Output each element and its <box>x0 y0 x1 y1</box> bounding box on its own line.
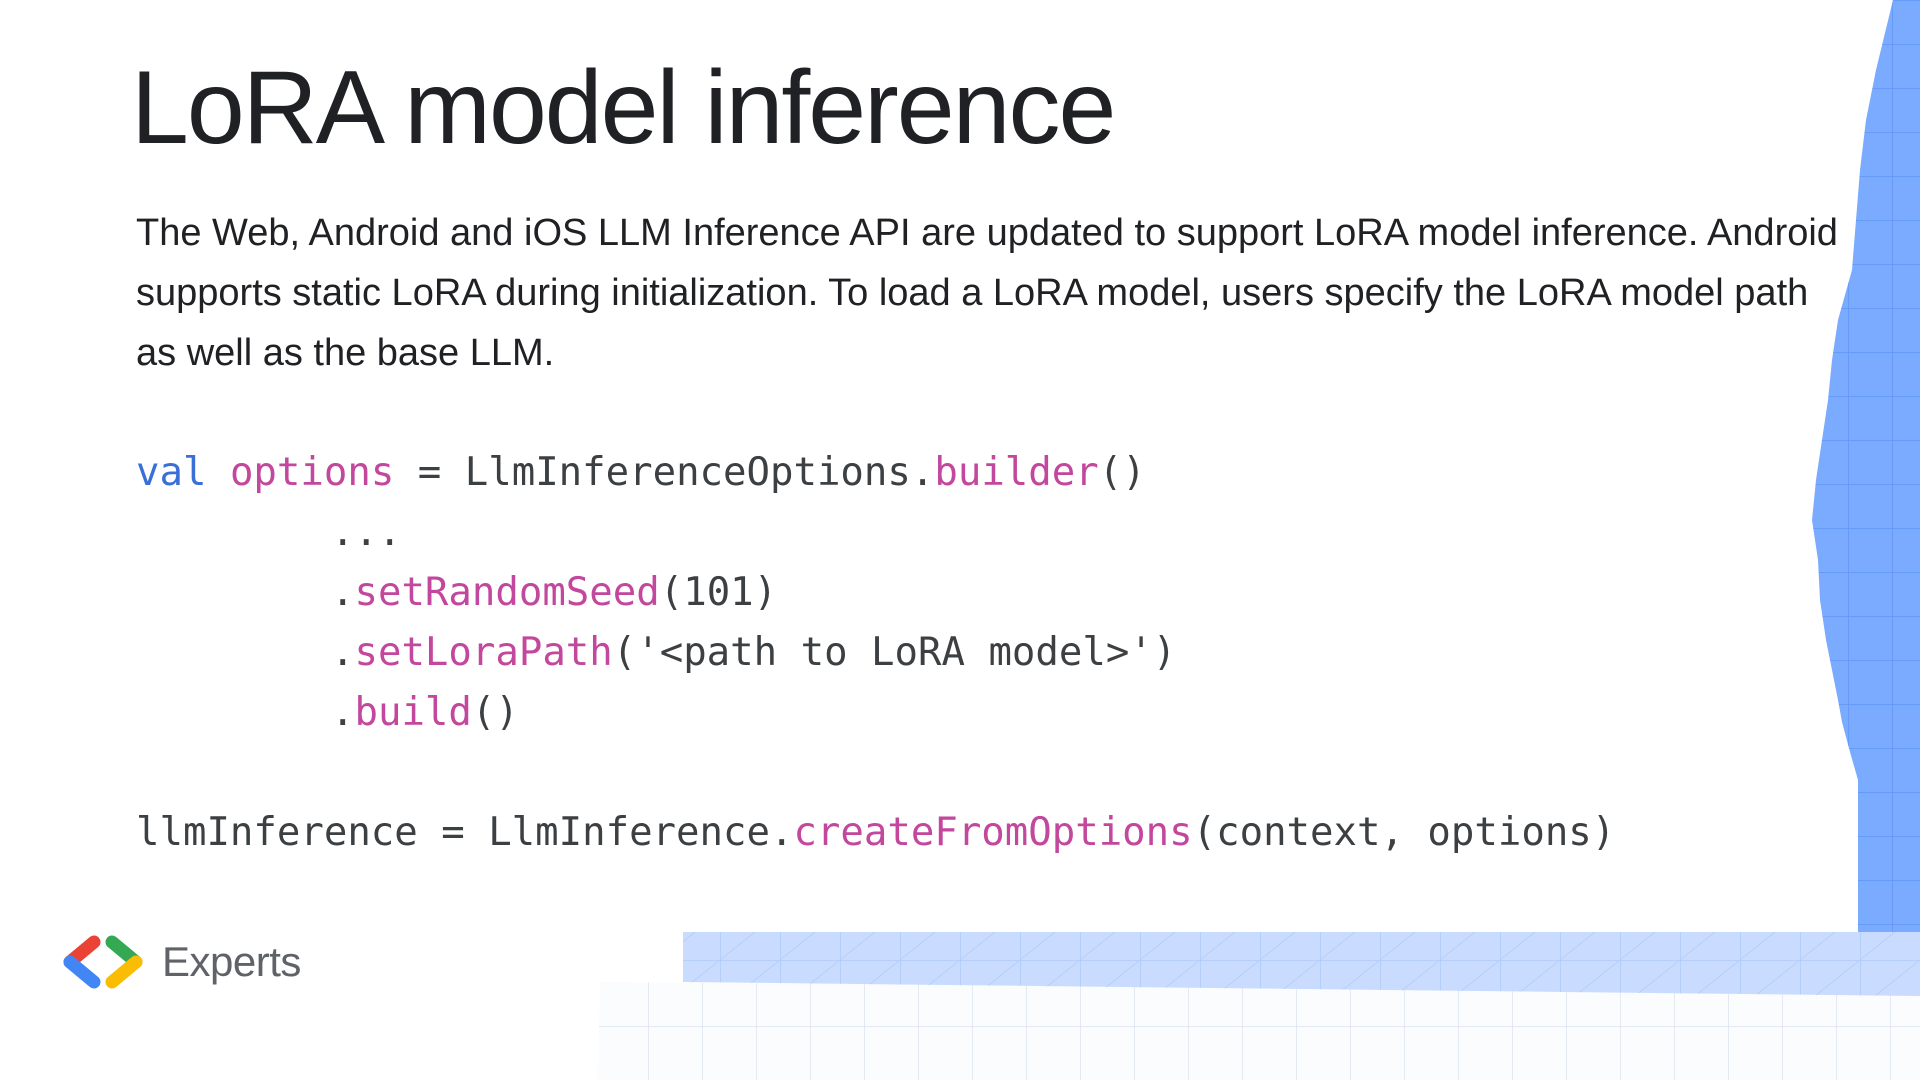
code-block: val options = LlmInferenceOptions.builde… <box>136 443 1615 863</box>
code-text: () <box>471 690 519 735</box>
blue-strip <box>1812 0 1920 935</box>
code-text: = LlmInferenceOptions. <box>394 450 935 495</box>
code-function: createFromOptions <box>793 810 1193 855</box>
code-text: llmInference = LlmInference. <box>136 810 794 855</box>
code-keyword: val <box>136 450 207 495</box>
slide-body-text: The Web, Android and iOS LLM Inference A… <box>136 212 1838 374</box>
code-identifier: options <box>229 450 395 495</box>
code-line-5: .build() <box>136 683 1615 743</box>
code-text: . <box>331 690 355 735</box>
code-line-4: .setLoraPath('<path to LoRA model>') <box>136 623 1615 683</box>
experts-logo: Experts <box>58 930 301 994</box>
bottom-paper-white <box>598 982 1920 1080</box>
code-line-3: .setRandomSeed(101) <box>136 563 1615 623</box>
slide-title: LoRA model inference <box>131 50 1116 166</box>
code-line-2: ... <box>136 503 1615 563</box>
code-function: build <box>354 690 472 735</box>
code-text: (101) <box>659 570 778 615</box>
code-text: () <box>1098 450 1146 495</box>
code-text: ('<path to LoRA model>') <box>612 630 1177 675</box>
code-line-6: llmInference = LlmInference.createFromOp… <box>136 803 1615 863</box>
code-blank-line <box>136 743 1615 803</box>
code-text: . <box>331 570 355 615</box>
code-function: setRandomSeed <box>354 570 660 615</box>
code-function: setLoraPath <box>354 630 613 675</box>
code-function: builder <box>934 450 1099 495</box>
developer-chevrons-icon <box>63 935 143 989</box>
code-line-1: val options = LlmInferenceOptions.builde… <box>136 443 1615 503</box>
logo-text: Experts <box>162 938 301 985</box>
code-text: . <box>331 630 355 675</box>
bottom-paper-blue <box>683 932 1920 996</box>
code-text: (context, options) <box>1192 810 1616 855</box>
code-text: ... <box>331 510 402 555</box>
